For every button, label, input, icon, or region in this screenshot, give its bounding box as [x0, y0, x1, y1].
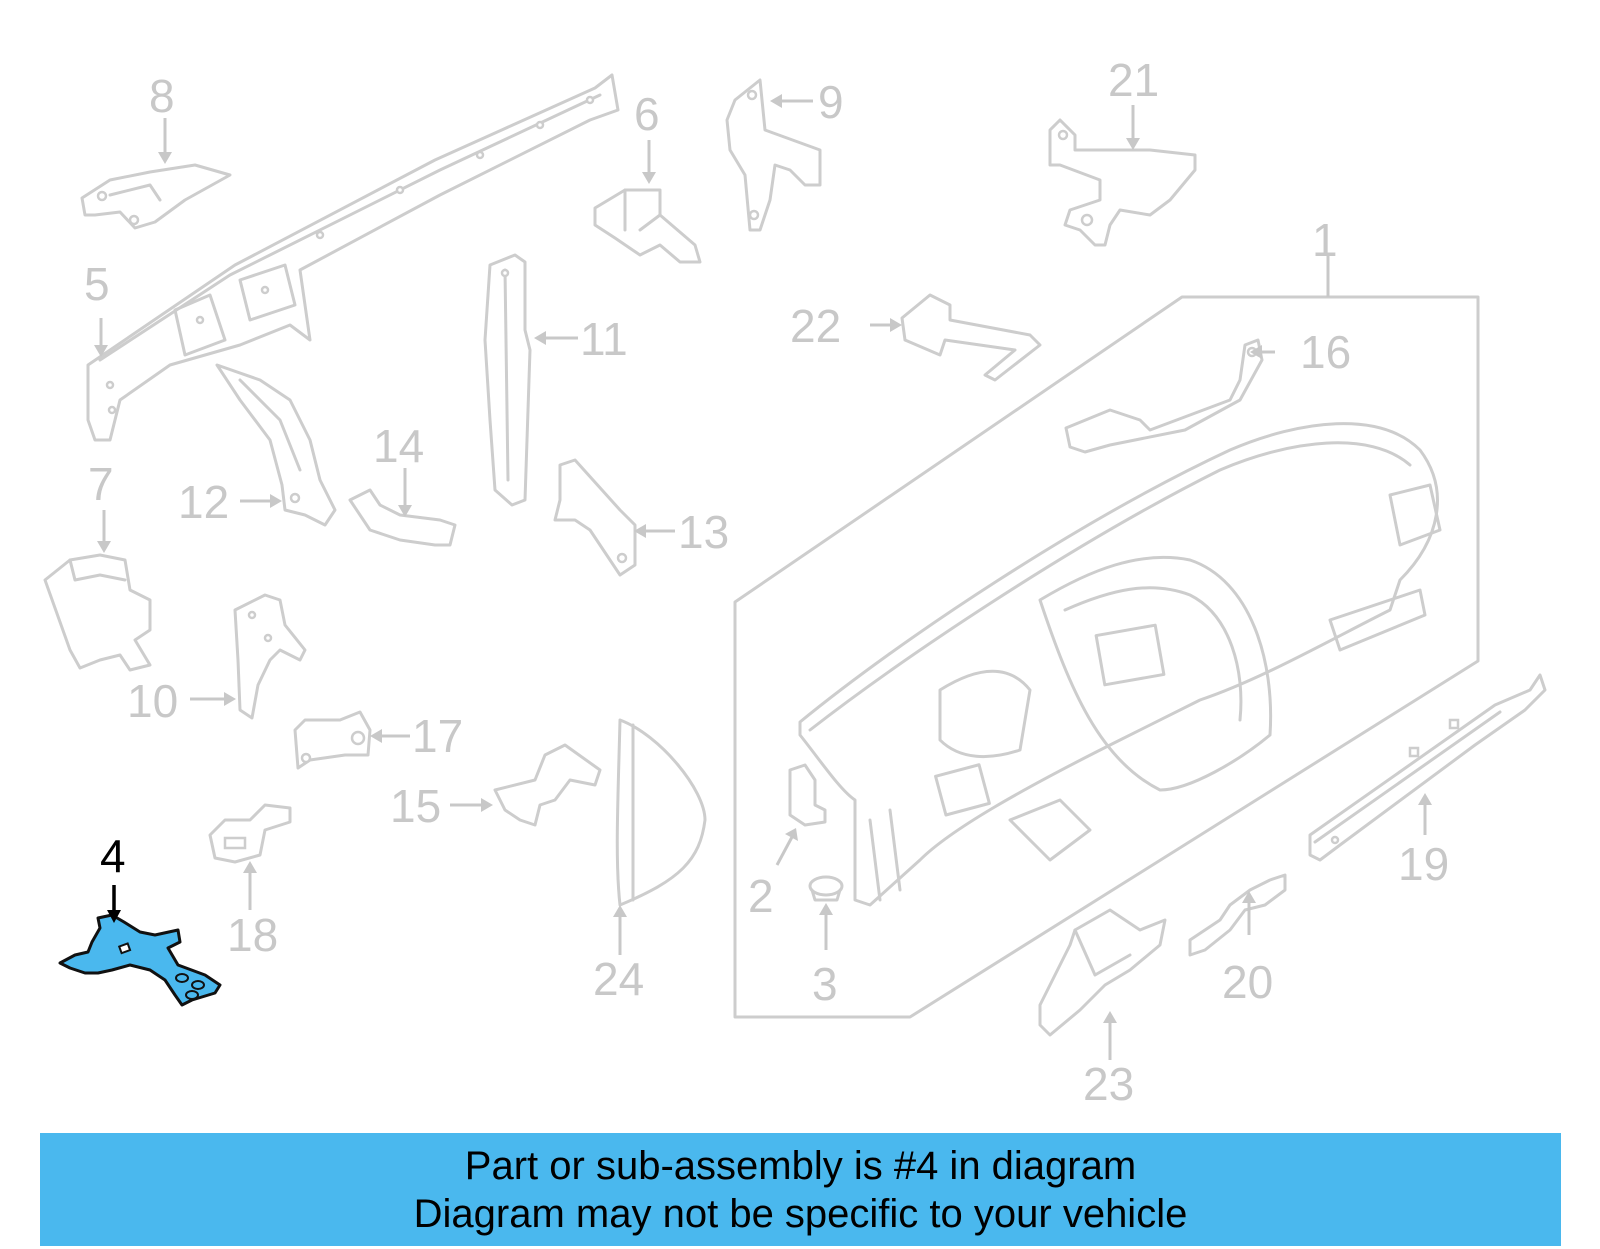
callout-7-label: 7	[88, 458, 114, 510]
part-8-bracket[interactable]: 8	[80, 70, 232, 230]
callout-22-label: 22	[790, 300, 841, 352]
callout-24-label: 24	[593, 953, 644, 1005]
part-9-bracket[interactable]: 9	[725, 76, 844, 232]
callout-13-label: 13	[678, 506, 729, 558]
callout-9-label: 9	[818, 76, 844, 128]
part-23-bracket[interactable]: 23	[1038, 908, 1167, 1110]
callout-11-label: 11	[580, 313, 628, 365]
callout-3-label: 3	[812, 958, 838, 1010]
part-14-bracket[interactable]: 14	[348, 420, 457, 547]
callout-21-label: 21	[1108, 54, 1159, 106]
callout-5-label: 5	[84, 258, 110, 310]
part-2-bracket[interactable]: 2	[748, 763, 827, 922]
callout-1-label: 1	[1312, 214, 1338, 266]
callout-6-label: 6	[634, 88, 660, 140]
part-1-instrument-panel[interactable]: 1	[733, 214, 1480, 1019]
part-22-bracket[interactable]: 22	[790, 293, 1042, 382]
part-4-highlighted-bracket[interactable]: 4	[58, 830, 222, 1007]
callout-14-label: 14	[373, 420, 424, 472]
callout-15-label: 15	[390, 780, 441, 832]
part-20-bracket[interactable]: 20	[1188, 873, 1287, 1008]
part-12-bracket[interactable]: 12	[178, 363, 337, 528]
part-21-bracket[interactable]: 21	[1048, 54, 1197, 247]
callout-16-label: 16	[1300, 326, 1351, 378]
banner-line-1: Part or sub-assembly is #4 in diagram	[464, 1143, 1137, 1188]
part-7-bracket[interactable]: 7	[43, 458, 152, 672]
part-10-bracket[interactable]: 10	[127, 593, 307, 727]
callout-12-label: 12	[178, 476, 229, 528]
callout-8-label: 8	[149, 70, 175, 122]
part-3-clip[interactable]: 3	[808, 875, 844, 1010]
part-18-bracket[interactable]: 18	[208, 803, 292, 961]
callout-18-label: 18	[227, 909, 278, 961]
callout-17-label: 17	[412, 710, 463, 762]
part-6-bracket[interactable]: 6	[593, 88, 702, 264]
part-5-cross-car-beam[interactable]: 5	[84, 73, 620, 442]
part-13-bracket[interactable]: 13	[553, 458, 729, 577]
part-19-rail[interactable]: 19	[1308, 673, 1547, 890]
part-24-panel[interactable]: 24	[593, 718, 707, 1005]
info-banner: Part or sub-assembly is #4 in diagram Di…	[40, 1133, 1561, 1246]
part-17-bracket[interactable]: 17	[293, 710, 463, 770]
callout-19-label: 19	[1398, 838, 1449, 890]
part-15-bracket[interactable]: 15	[390, 743, 602, 832]
banner-line-2: Diagram may not be specific to your vehi…	[413, 1191, 1188, 1236]
callout-10-label: 10	[127, 675, 178, 727]
callout-23-label: 23	[1083, 1058, 1134, 1110]
part-11-pillar[interactable]: 11	[483, 253, 628, 507]
callout-4-label: 4	[100, 830, 126, 882]
callout-2-label: 2	[748, 870, 774, 922]
callout-20-label: 20	[1222, 956, 1273, 1008]
part-16-bracket[interactable]: 16	[1064, 326, 1351, 454]
